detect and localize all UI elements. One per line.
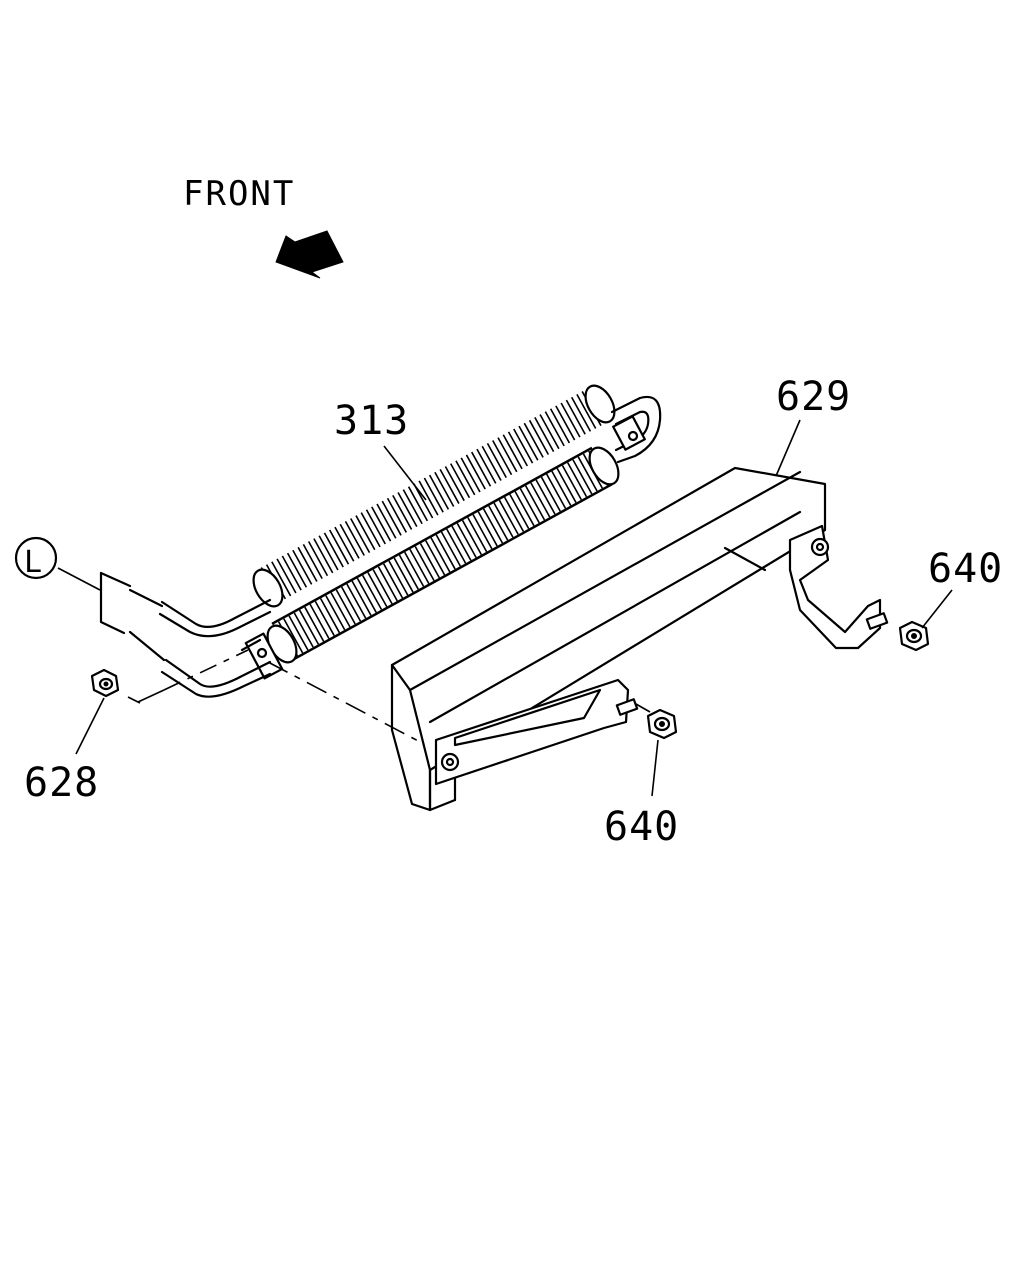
front-label: FRONT bbox=[183, 174, 295, 214]
cooler-tube-upper bbox=[252, 384, 616, 608]
dashed-line-nut-628 bbox=[163, 649, 249, 691]
hose-connection-frame bbox=[99, 571, 126, 635]
callout-629: 629 bbox=[776, 374, 851, 420]
cooler-tube-lower bbox=[266, 446, 620, 664]
leader-628 bbox=[75, 697, 105, 755]
callout-628: 628 bbox=[24, 760, 99, 806]
leader-313 bbox=[383, 445, 427, 501]
outlet-pipe-end bbox=[128, 630, 166, 662]
nut-640-right bbox=[898, 620, 930, 652]
leader-629 bbox=[775, 419, 801, 477]
bracket-629 bbox=[390, 466, 889, 812]
bracket-top-inner-edge bbox=[408, 470, 802, 692]
callout-640-right: 640 bbox=[928, 546, 1003, 592]
bracket-rear-mount-plate bbox=[788, 524, 882, 650]
nut-640-bottom bbox=[646, 708, 678, 740]
callout-313: 313 bbox=[334, 398, 409, 444]
callout-640-bottom: 640 bbox=[604, 804, 679, 850]
callout-L: L bbox=[24, 545, 43, 580]
front-direction-indicator: FRONT bbox=[183, 174, 344, 279]
leader-L bbox=[57, 567, 101, 591]
assembly-dashed-lines bbox=[127, 649, 651, 745]
front-arrow-icon bbox=[275, 230, 344, 279]
leader-lines bbox=[57, 419, 953, 797]
outlet-pipe bbox=[164, 658, 272, 688]
cooler-u-bend bbox=[610, 395, 662, 464]
bracket-front-gusset bbox=[453, 688, 602, 747]
callout-labels: L 313 629 628 640 640 bbox=[14, 374, 1003, 850]
bracket-lip-edge bbox=[428, 510, 802, 724]
leader-640-right bbox=[921, 589, 953, 629]
inlet-pipe bbox=[160, 598, 272, 629]
dashed-line-stud bbox=[267, 661, 425, 745]
inlet-pipe-end bbox=[128, 588, 164, 608]
callout-circle bbox=[14, 536, 58, 580]
nut-628 bbox=[90, 668, 120, 698]
stud-front bbox=[615, 698, 639, 716]
oil-cooler-313 bbox=[99, 384, 662, 698]
stud-rear bbox=[865, 612, 889, 630]
leader-640-bottom bbox=[651, 739, 659, 797]
